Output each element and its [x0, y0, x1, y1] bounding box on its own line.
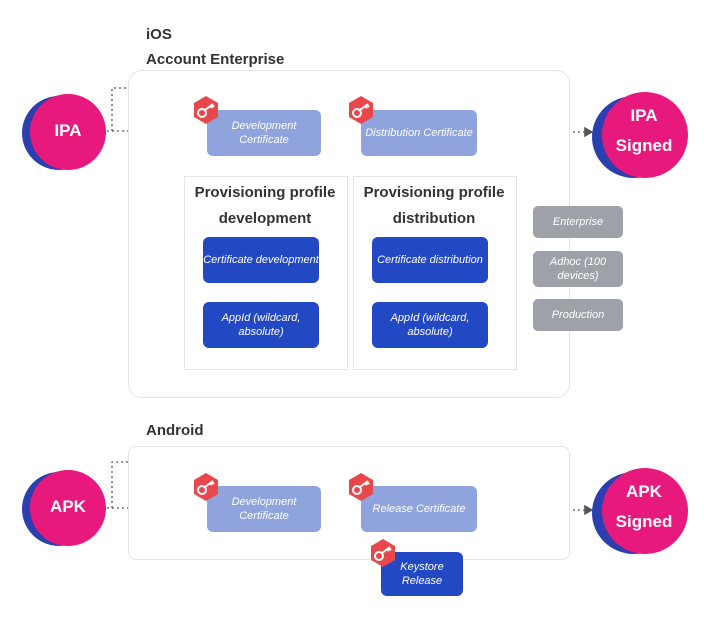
appid-development-box: AppId (wildcard, absolute) — [203, 302, 319, 348]
apk-signed-line1: APK — [626, 482, 662, 501]
ipa-input-badge: IPA — [22, 94, 106, 170]
ipa-signed-line1: IPA — [630, 106, 658, 125]
android-frame — [128, 446, 570, 560]
pp-distribution-title: Provisioning profile distribution — [363, 184, 505, 227]
dist-type-enterprise: Enterprise — [533, 206, 623, 238]
ios-development-certificate: Development Certificate — [207, 110, 321, 156]
dist-type-adhoc: Adhoc (100 devices) — [533, 251, 623, 287]
pp-development-title: Provisioning profile development — [194, 184, 336, 227]
ipa-input-label: IPA — [54, 121, 82, 140]
key-icon — [194, 96, 218, 124]
apk-input-badge: APK — [22, 470, 106, 546]
android-release-certificate: Release Certificate — [361, 486, 477, 532]
key-icon — [194, 473, 218, 501]
key-icon — [349, 473, 373, 501]
ios-distribution-certificate: Distribution Certificate — [361, 110, 477, 156]
android-label: Android — [146, 422, 204, 439]
account-enterprise-label: Account Enterprise — [146, 51, 285, 68]
certificate-distribution-box: Certificate distribution — [372, 237, 488, 283]
ipa-signed-badge: IPA Signed — [592, 92, 688, 178]
dist-type-production: Production — [533, 299, 623, 331]
appid-distribution-box: AppId (wildcard, absolute) — [372, 302, 488, 348]
apk-signed-line2: Signed — [615, 512, 673, 531]
key-icon — [371, 539, 395, 567]
ipa-signed-line2: Signed — [615, 136, 673, 155]
ios-label: iOS — [146, 26, 172, 43]
apk-input-label: APK — [50, 497, 86, 516]
apk-signed-badge: APK Signed — [592, 468, 688, 554]
key-icon — [349, 96, 373, 124]
certificate-development-box: Certificate development — [203, 237, 319, 283]
android-development-certificate: Development Certificate — [207, 486, 321, 532]
